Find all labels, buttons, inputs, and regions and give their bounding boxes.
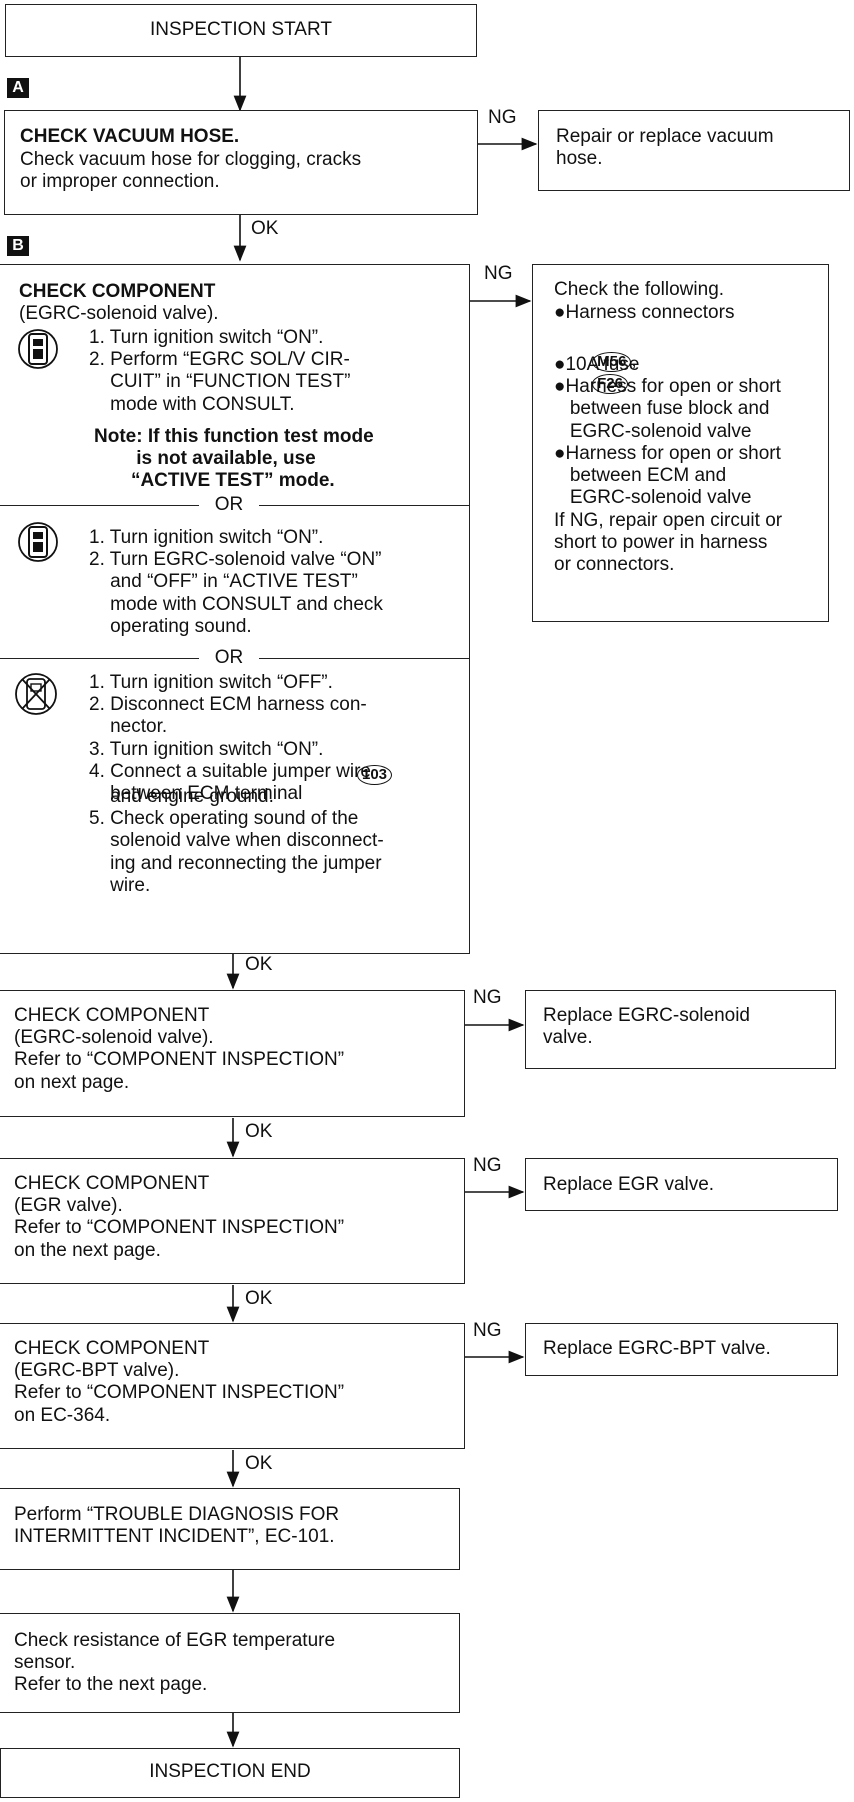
inspection-start-label: INSPECTION START [150, 19, 332, 40]
no-tester-icon [15, 673, 57, 715]
step-a-ng-label: NG [488, 107, 517, 128]
step-e-ng-text: Replace EGRC-BPT valve. [543, 1338, 771, 1359]
consult-tester-icon-2 [18, 522, 58, 562]
step-d-ng-box: Replace EGR valve. [525, 1158, 838, 1211]
step-b-ng-box: Check the following. ●Harness connectors… [532, 264, 829, 622]
or-separator-2-left [0, 658, 199, 659]
step-e-body: CHECK COMPONENT (EGRC-BPT valve). Refer … [14, 1338, 345, 1426]
step-b-ok-label: OK [245, 954, 273, 975]
step-f-body: Perform “TROUBLE DIAGNOSIS FOR INTERMITT… [14, 1504, 340, 1548]
step-e-ng-box: Replace EGRC-BPT valve. [525, 1323, 838, 1376]
step-d-ok-label: OK [245, 1288, 273, 1309]
step-a-ng-box: Repair or replace vacuum hose. [538, 110, 850, 191]
step-a-badge: A [7, 78, 29, 98]
harness-connectors: M56, F26 [571, 328, 637, 417]
step-d-ng-text: Replace EGR valve. [543, 1174, 715, 1195]
step-a-ok-label: OK [251, 218, 279, 239]
terminal-103-mark: 103 [357, 765, 393, 785]
step-a-title: CHECK VACUUM HOSE. [20, 126, 240, 147]
step-c-body: CHECK COMPONENT (EGRC-solenoid valve). R… [14, 1005, 345, 1093]
step-c-ng-label: NG [473, 987, 502, 1008]
or-separator-2-right [259, 658, 469, 659]
inspection-end-label: INSPECTION END [149, 1761, 311, 1782]
step-b-box: CHECK COMPONENT (EGRC-solenoid valve). 1… [0, 264, 470, 954]
step-b-method2: 1. Turn ignition switch “ON”. 2. Turn EG… [89, 527, 383, 637]
step-b-subtitle: (EGRC-solenoid valve). [19, 303, 219, 324]
step-f-box: Perform “TROUBLE DIAGNOSIS FOR INTERMITT… [0, 1488, 460, 1570]
step-a-ng-text: Repair or replace vacuum hose. [556, 126, 774, 170]
step-b-ng-label: NG [484, 263, 513, 284]
or-label-1: OR [214, 494, 244, 515]
step-c-ok-label: OK [245, 1121, 273, 1142]
step-b-ng-item1: ●Harness connectors [554, 302, 735, 323]
step-b-method3a: 1. Turn ignition switch “OFF”. 2. Discon… [89, 672, 371, 805]
step-b-title: CHECK COMPONENT [19, 281, 216, 302]
step-a-box: CHECK VACUUM HOSE. Check vacuum hose for… [4, 110, 478, 215]
or-separator-1-left [0, 505, 199, 506]
or-label-2: OR [214, 647, 244, 668]
step-b-note: Note: If this function test mode is not … [94, 426, 374, 492]
step-e-box: CHECK COMPONENT (EGRC-BPT valve). Refer … [0, 1323, 465, 1449]
step-b-badge: B [7, 236, 29, 256]
step-b-method3b: and engine ground. 5. Check operating so… [89, 786, 384, 896]
step-a-body: Check vacuum hose for clogging, cracks o… [20, 149, 362, 193]
step-b-ng-rest: ●10A fuse ●Harness for open or short bet… [554, 354, 783, 575]
step-d-ng-label: NG [473, 1155, 502, 1176]
or-separator-1-right [259, 505, 469, 506]
step-g-body: Check resistance of EGR temperature sens… [14, 1630, 336, 1696]
step-g-box: Check resistance of EGR temperature sens… [0, 1613, 460, 1713]
step-c-ng-text: Replace EGRC-solenoid valve. [543, 1005, 750, 1049]
step-c-ng-box: Replace EGRC-solenoid valve. [525, 990, 836, 1069]
ecm-terminal-103: 103 [357, 763, 393, 785]
inspection-start-box: INSPECTION START [5, 4, 477, 57]
step-d-body: CHECK COMPONENT (EGR valve). Refer to “C… [14, 1173, 345, 1261]
connector-f26: F26 [592, 374, 628, 395]
step-c-box: CHECK COMPONENT (EGRC-solenoid valve). R… [0, 990, 465, 1117]
inspection-end-box: INSPECTION END [0, 1748, 460, 1798]
step-d-box: CHECK COMPONENT (EGR valve). Refer to “C… [0, 1158, 465, 1284]
consult-tester-icon [18, 329, 58, 369]
step-e-ok-label: OK [245, 1453, 273, 1474]
step-b-ng-head: Check the following. [554, 279, 725, 300]
step-e-ng-label: NG [473, 1320, 502, 1341]
step-b-method1: 1. Turn ignition switch “ON”. 2. Perform… [89, 327, 351, 415]
